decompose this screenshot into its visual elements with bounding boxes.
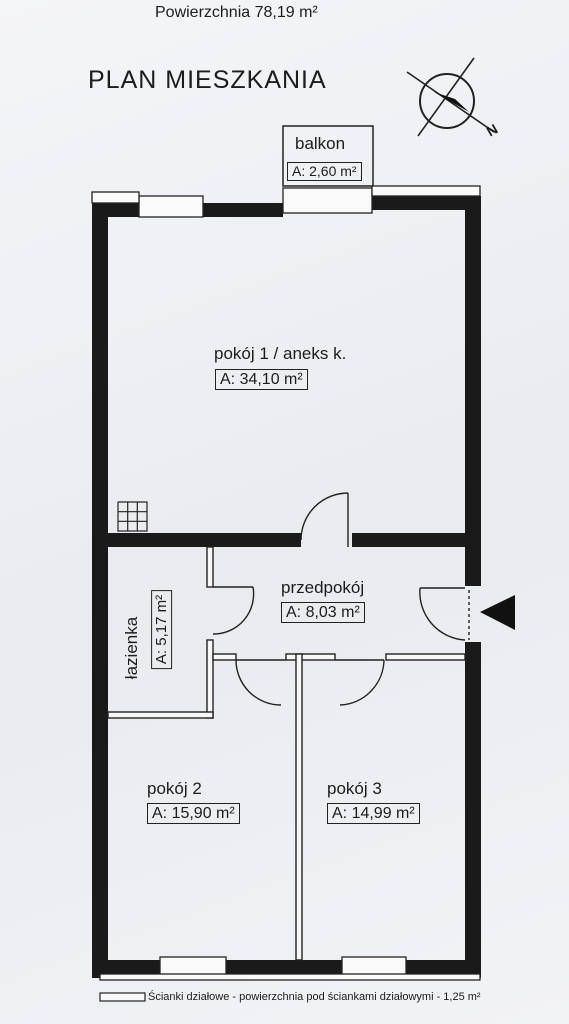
bathroom-area: A: 5,17 m² [151,589,173,670]
room3-area: A: 14,99 m² [327,803,420,824]
room2-area: A: 15,90 m² [147,803,240,824]
room3-name: pokój 3 [327,779,382,798]
room2-name: pokój 2 [147,779,202,798]
room1-name: pokój 1 / aneks k. [214,344,347,363]
kitchen-hob-icon [117,501,148,532]
balcony-area: A: 2,60 m² [287,162,362,181]
plan-title: PLAN MIESZKANIA [88,66,327,94]
hallway-area: A: 8,03 m² [281,602,365,623]
outer-walls [92,196,481,978]
entrance-arrow-icon [480,595,515,630]
balcony-name: balkon [295,134,346,153]
bathroom-name: łazienka [122,616,142,680]
balcony-outline [282,125,374,187]
room1-area: A: 34,10 m² [215,369,308,390]
legend-swatch [99,992,146,1002]
compass-icon [406,57,495,137]
total-area-header: Powierzchnia 78,19 m² [155,4,318,21]
door-swings [212,492,470,706]
legend-text: Ścianki działowe - powierzchnia pod ścia… [148,991,481,1003]
window-openings [91,185,481,981]
partition-walls [107,546,466,961]
hallway-name: przedpokój [281,578,365,597]
